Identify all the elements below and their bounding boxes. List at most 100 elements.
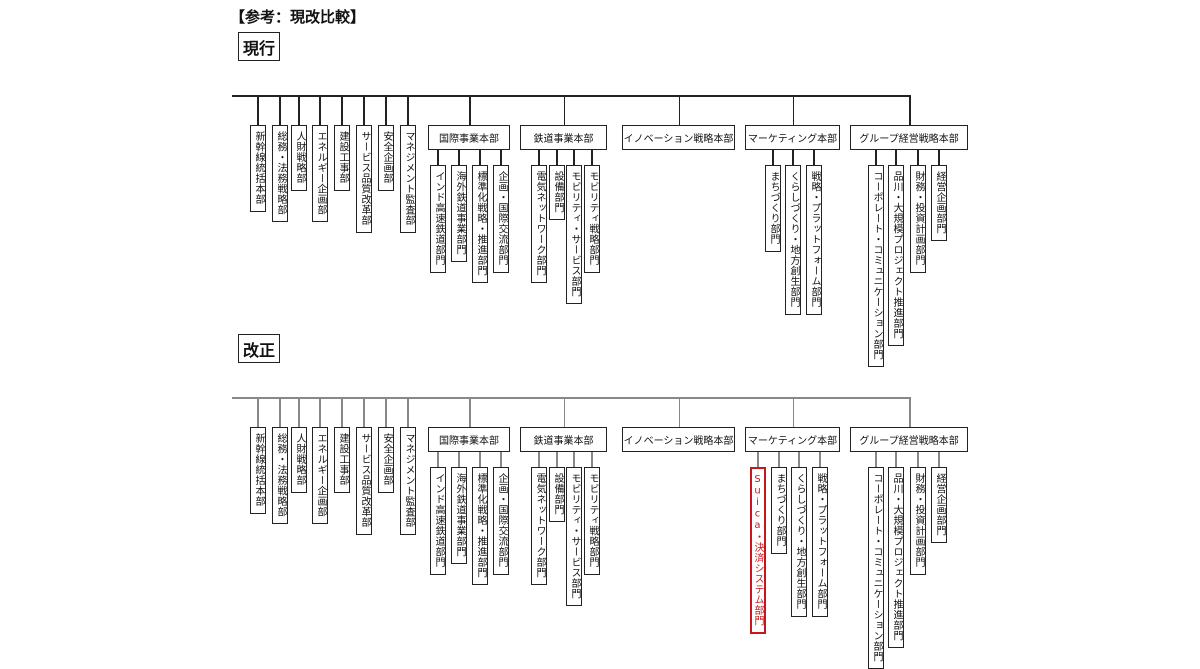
headquarters-box: 国際事業本部 [428,125,510,150]
current-org-chart: 新幹線統括本部総務・法務戦略部人財戦略部エネルギー企画部建設工事部サービス品質改… [0,0,1200,367]
department-box: 総務・法務戦略部 [272,125,288,222]
connector-line [556,452,558,467]
revised-label: 改正 [238,334,280,363]
division-box: 設備部門 [549,165,565,220]
headquarters-box: マーケティング本部 [745,125,840,150]
connector-line [319,95,321,125]
headquarters-box: 国際事業本部 [428,427,510,452]
connector-line [917,452,919,467]
department-box: 人財戦略部 [291,427,307,493]
page-title: 【参考：現改比較】 [230,8,366,26]
division-box: 戦略・プラットフォーム部門 [806,165,822,315]
department-box: 人財戦略部 [291,125,307,191]
connector-line [385,95,387,125]
division-box: くらしづくり・地方創生部門 [791,467,807,617]
connector-line [437,150,439,165]
connector-line [591,452,593,467]
connector-line [279,397,281,427]
connector-line [938,150,940,165]
connector-line [341,95,343,125]
connector-line [458,452,460,467]
connector-line [591,150,593,165]
division-box: コーポレート・コミュニケーション部門 [868,165,884,367]
division-box: 標準化戦略・推進部門 [472,165,488,283]
division-box: 経営企画部門 [931,467,947,543]
department-box: 安全企画部 [378,427,394,493]
connector-line [257,397,259,427]
revised-org-chart: 新幹線統括本部総務・法務戦略部人財戦略部エネルギー企画部建設工事部サービス品質改… [0,302,1200,669]
division-box: 経営企画部門 [931,165,947,241]
headquarters-box: イノベーション戦略本部 [622,125,735,150]
connector-line [778,452,780,467]
division-box: 企画・国際交流部門 [493,467,509,575]
division-box: 企画・国際交流部門 [493,165,509,273]
connector-line [232,397,910,399]
headquarters-box: 鉄道事業本部 [520,427,607,452]
connector-line [678,95,680,125]
connector-line [909,95,911,125]
connector-line [469,95,471,125]
department-box: マネジメント監査部 [400,427,416,535]
connector-line [573,150,575,165]
connector-line [917,150,919,165]
headquarters-box: マーケティング本部 [745,427,840,452]
headquarters-box: 鉄道事業本部 [520,125,607,150]
connector-line [875,150,877,165]
headquarters-box: グループ経営戦略本部 [850,125,968,150]
connector-line [895,452,897,467]
connector-line [341,397,343,427]
connector-line [279,95,281,125]
division-box: モビリティ・サービス部門 [566,467,582,606]
division-box: くらしづくり・地方創生部門 [785,165,801,315]
connector-line [298,95,300,125]
connector-line [538,452,540,467]
department-box: 建設工事部 [334,427,350,493]
department-box: 新幹線統括本部 [250,427,266,514]
connector-line [479,150,481,165]
current-label: 現行 [238,32,280,61]
division-box: 海外鉄道事業部門 [451,467,467,564]
connector-line [232,95,910,97]
division-box: 電気ネットワーク部門 [531,467,547,585]
connector-line [563,95,565,125]
division-box: 戦略・プラットフォーム部門 [812,467,828,617]
division-box: コーポレート・コミュニケーション部門 [868,467,884,669]
connector-line [819,452,821,467]
division-box: インド高速鉄道部門 [430,165,446,273]
connector-line [895,150,897,165]
connector-line [813,150,815,165]
connector-line [500,150,502,165]
connector-line [500,452,502,467]
connector-line [938,452,940,467]
department-box: サービス品質改革部 [356,125,372,233]
connector-line [798,452,800,467]
connector-line [909,397,911,427]
connector-line [298,397,300,427]
department-box: 総務・法務戦略部 [272,427,288,524]
connector-line [363,397,365,427]
department-box: エネルギー企画部 [312,125,328,222]
department-box: エネルギー企画部 [312,427,328,524]
department-box: 建設工事部 [334,125,350,191]
connector-line [469,397,471,427]
connector-line [407,397,409,427]
connector-line [385,397,387,427]
connector-line [757,452,759,467]
division-box: 設備部門 [549,467,565,522]
division-box: インド高速鉄道部門 [430,467,446,575]
division-box: モビリティ戦略部門 [584,467,600,575]
department-box: サービス品質改革部 [356,427,372,535]
new-division-box: Suica・決済システム部門 [750,467,766,634]
connector-line [792,150,794,165]
division-box: 品川・大規模プロジェクト推進部門 [888,467,904,648]
connector-line [257,95,259,125]
connector-line [363,95,365,125]
connector-line [573,452,575,467]
headquarters-box: イノベーション戦略本部 [622,427,735,452]
connector-line [407,95,409,125]
division-box: まちづくり部門 [765,165,781,252]
connector-line [556,150,558,165]
division-box: 品川・大規模プロジェクト推進部門 [888,165,904,346]
division-box: モビリティ戦略部門 [584,165,600,273]
connector-line [563,397,565,427]
